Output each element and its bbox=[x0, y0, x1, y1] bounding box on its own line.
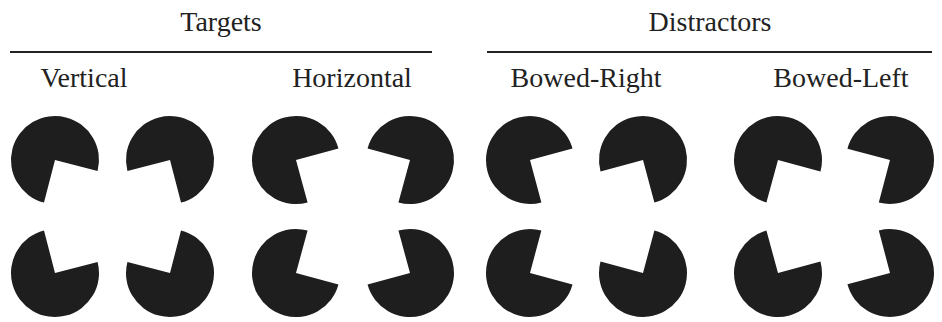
pacman-inducer bbox=[126, 116, 214, 203]
group-heading: Targets bbox=[180, 8, 262, 36]
pacman-inducer bbox=[486, 229, 573, 317]
pacman-inducer bbox=[847, 116, 934, 204]
pacman-inducer bbox=[252, 116, 338, 204]
pacman-inducer bbox=[126, 230, 214, 317]
group-heading: Distractors bbox=[649, 8, 772, 36]
pacman-inducer bbox=[847, 229, 934, 317]
group-rule bbox=[10, 51, 432, 53]
pacman-inducer bbox=[11, 230, 99, 317]
pacman-inducer bbox=[734, 231, 822, 317]
group-rule bbox=[487, 51, 932, 53]
pacman-inducer bbox=[486, 116, 573, 204]
pacman-inducer bbox=[252, 229, 338, 317]
condition-label: Bowed-Right bbox=[511, 64, 662, 92]
pacman-inducer bbox=[599, 231, 687, 318]
pacman-inducer bbox=[11, 116, 99, 203]
pacman-inducer bbox=[599, 116, 687, 203]
condition-label: Bowed-Left bbox=[773, 64, 908, 92]
pacman-inducer bbox=[368, 116, 454, 204]
pacman-inducer bbox=[734, 116, 822, 202]
condition-label: Vertical bbox=[40, 64, 127, 92]
pacman-inducer bbox=[368, 229, 454, 317]
condition-label: Horizontal bbox=[292, 64, 412, 92]
